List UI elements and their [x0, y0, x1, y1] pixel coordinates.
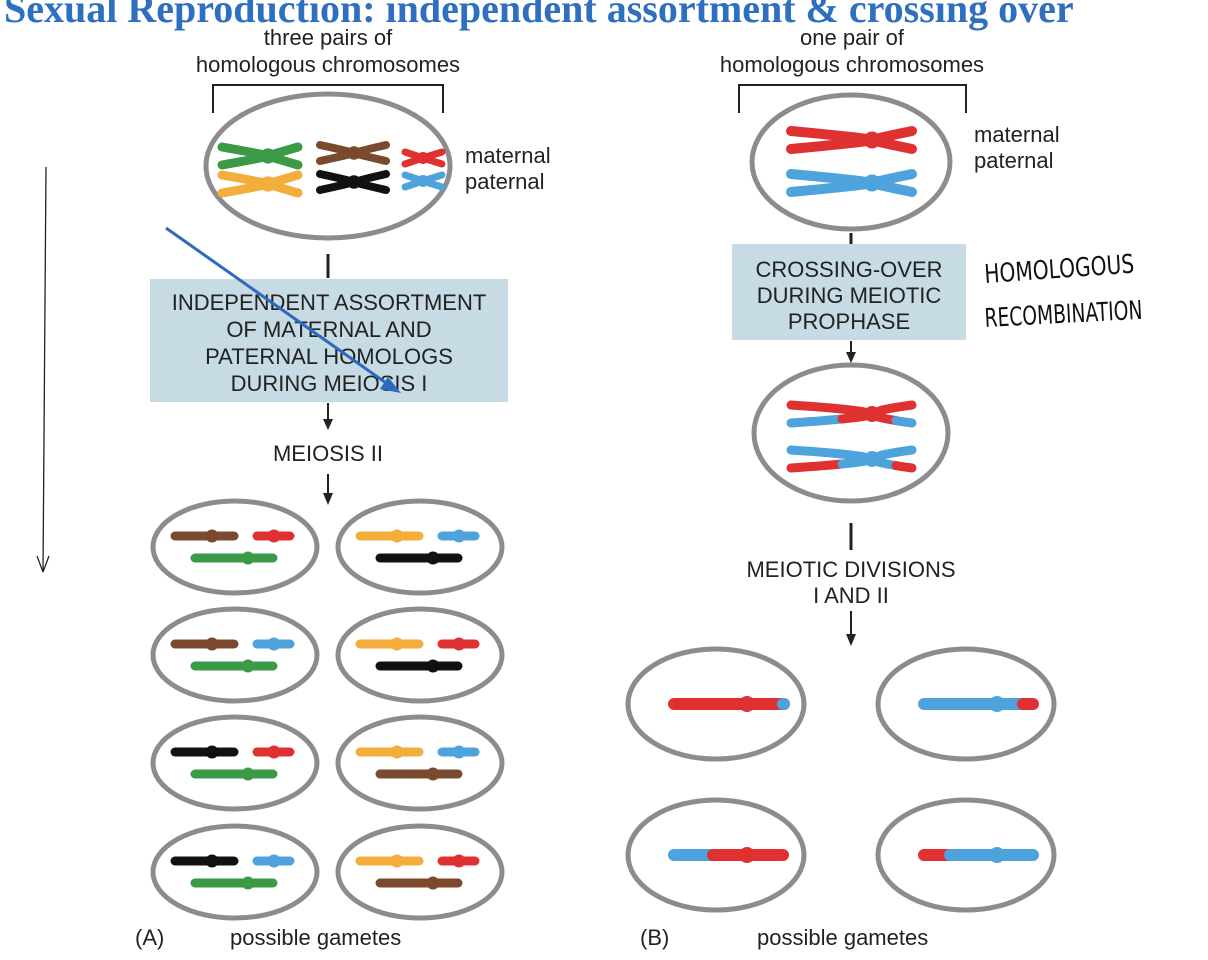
gamete-a-2-chromosome-1 [355, 529, 424, 543]
gamete-b-3 [625, 797, 807, 913]
panel-b-step-label-line1: MEIOTIC DIVISIONS [746, 557, 955, 582]
panel-a-top-label-line1: three pairs of [264, 25, 393, 50]
gamete-a-2 [335, 498, 505, 596]
panel-b-parent-chromosomes [786, 126, 917, 197]
gamete-a-4-chromosome-3 [375, 659, 463, 673]
gamete-a-6-chromosome-2 [437, 745, 480, 759]
panel-a-process-box [150, 279, 508, 402]
gamete-a-6-chromosome-3 [375, 767, 463, 781]
annotation-blue-arrow [165, 226, 401, 393]
gamete-a-1-chromosome-1 [170, 529, 239, 543]
panel-a-parent-chromosomes [217, 141, 446, 198]
panel-a-parent-cell [203, 91, 453, 241]
maternal-green-chromosome [217, 142, 303, 170]
panel-a-box-line-1: INDEPENDENT ASSORTMENT [172, 290, 487, 315]
panel-a-gametes [150, 498, 505, 921]
panel-b-box-line-3: PROPHASE [788, 309, 910, 334]
gamete-a-7-chromosome-1 [170, 854, 239, 868]
gamete-a-5-chromosome-3 [190, 767, 278, 781]
handwritten-recombination: RECOMBINATION [984, 296, 1143, 334]
handwritten-homologous: HOMOLOGOUS [983, 250, 1135, 290]
gamete-a-6 [335, 714, 505, 812]
panel-a-step-label: MEIOSIS II [273, 441, 383, 466]
gamete-a-3-chromosome-1 [170, 637, 239, 651]
gamete-a-7-chromosome-3 [190, 876, 278, 890]
panel-b-gametes [625, 646, 1057, 913]
gamete-a-4 [335, 606, 505, 704]
panel-a-box-line-3: PATERNAL HOMOLOGS [205, 344, 453, 369]
gamete-a-8-chromosome-3 [375, 876, 463, 890]
gamete-a-3-chromosome-3 [190, 659, 278, 673]
panel-b-bracket [738, 84, 967, 113]
gamete-a-7-chromosome-2 [252, 854, 295, 868]
panel-b-letter: (B) [640, 925, 669, 950]
gamete-a-4-chromosome-2 [437, 637, 480, 651]
gamete-a-2-chromosome-3 [375, 551, 463, 565]
gamete-b-1-chromosome [668, 696, 790, 712]
paternal-orange-chromosome [217, 170, 303, 198]
panel-a-letter: (A) [135, 925, 164, 950]
panel-b-step-label-line2: I AND II [813, 583, 889, 608]
panel-a-box-line-4: DURING MEIOSIS I [231, 371, 428, 396]
panel-a-box-line-2: OF MATERNAL AND [226, 317, 431, 342]
panel-a-arrow-2-head [323, 493, 333, 505]
gamete-b-1 [625, 646, 807, 762]
paternal-blue-homolog [786, 169, 917, 197]
recombined-blue-homolog [786, 445, 917, 473]
panel-b-arrow-2-head [846, 634, 856, 646]
recombined-red-homolog [786, 400, 917, 428]
panel-b-box-line-2: DURING MEIOTIC [757, 283, 942, 308]
gamete-b-4-chromosome [918, 847, 1039, 863]
gamete-b-2 [875, 646, 1057, 762]
panel-a-legend-paternal: paternal [465, 169, 545, 194]
gamete-a-1-chromosome-3 [190, 551, 278, 565]
panel-b-legend-maternal: maternal [974, 122, 1060, 147]
panel-a: three pairs of homologous chromosomes ma… [135, 25, 551, 950]
panel-b-bottom-label: possible gametes [757, 925, 928, 950]
panel-b-top-label-line2: homologous chromosomes [720, 52, 984, 77]
gamete-a-5-chromosome-1 [170, 745, 239, 759]
gamete-b-2-chromosome [918, 696, 1039, 712]
maternal-red-chromosome [401, 148, 446, 168]
gamete-a-2-chromosome-2 [437, 529, 480, 543]
panel-b-box-line-1: CROSSING-OVER [755, 257, 942, 282]
page-title: Sexual Reproduction: independent assortm… [4, 0, 1074, 31]
panel-b-recombined-chromosomes [786, 400, 917, 473]
panel-a-top-label-line2: homologous chromosomes [196, 52, 460, 77]
panel-b-recombined-cell [751, 362, 951, 504]
panel-a-legend-maternal: maternal [465, 143, 551, 168]
gamete-a-8 [335, 823, 505, 921]
gamete-a-1 [150, 498, 320, 596]
gamete-a-5-chromosome-2 [252, 745, 295, 759]
gamete-a-5 [150, 714, 320, 812]
annotation-down-arrow [36, 166, 50, 573]
gamete-a-8-chromosome-1 [355, 854, 424, 868]
gamete-a-6-chromosome-1 [355, 745, 424, 759]
gamete-a-4-chromosome-1 [355, 637, 424, 651]
panel-b-process-box [732, 244, 966, 340]
maternal-red-homolog [786, 126, 917, 154]
panel-b: one pair of homologous chromosomes mater… [625, 25, 1143, 950]
panel-a-bracket [212, 84, 444, 113]
gamete-a-3-chromosome-2 [252, 637, 295, 651]
paternal-black-chromosome [316, 170, 390, 194]
panel-a-bottom-label: possible gametes [230, 925, 401, 950]
gamete-a-1-chromosome-2 [252, 529, 295, 543]
panel-b-parent-cell [749, 92, 953, 232]
gamete-b-3-chromosome [668, 847, 789, 863]
panel-b-top-label-line1: one pair of [800, 25, 905, 50]
maternal-brown-chromosome [316, 141, 390, 165]
panel-a-arrow-1-head [323, 419, 333, 430]
paternal-blue-chromosome [401, 171, 446, 191]
gamete-a-7 [150, 823, 320, 921]
panel-b-arrow-1-head [846, 352, 856, 363]
panel-b-legend-paternal: paternal [974, 148, 1054, 173]
gamete-b-4 [875, 797, 1057, 913]
gamete-a-3 [150, 606, 320, 704]
gamete-a-8-chromosome-2 [437, 854, 480, 868]
